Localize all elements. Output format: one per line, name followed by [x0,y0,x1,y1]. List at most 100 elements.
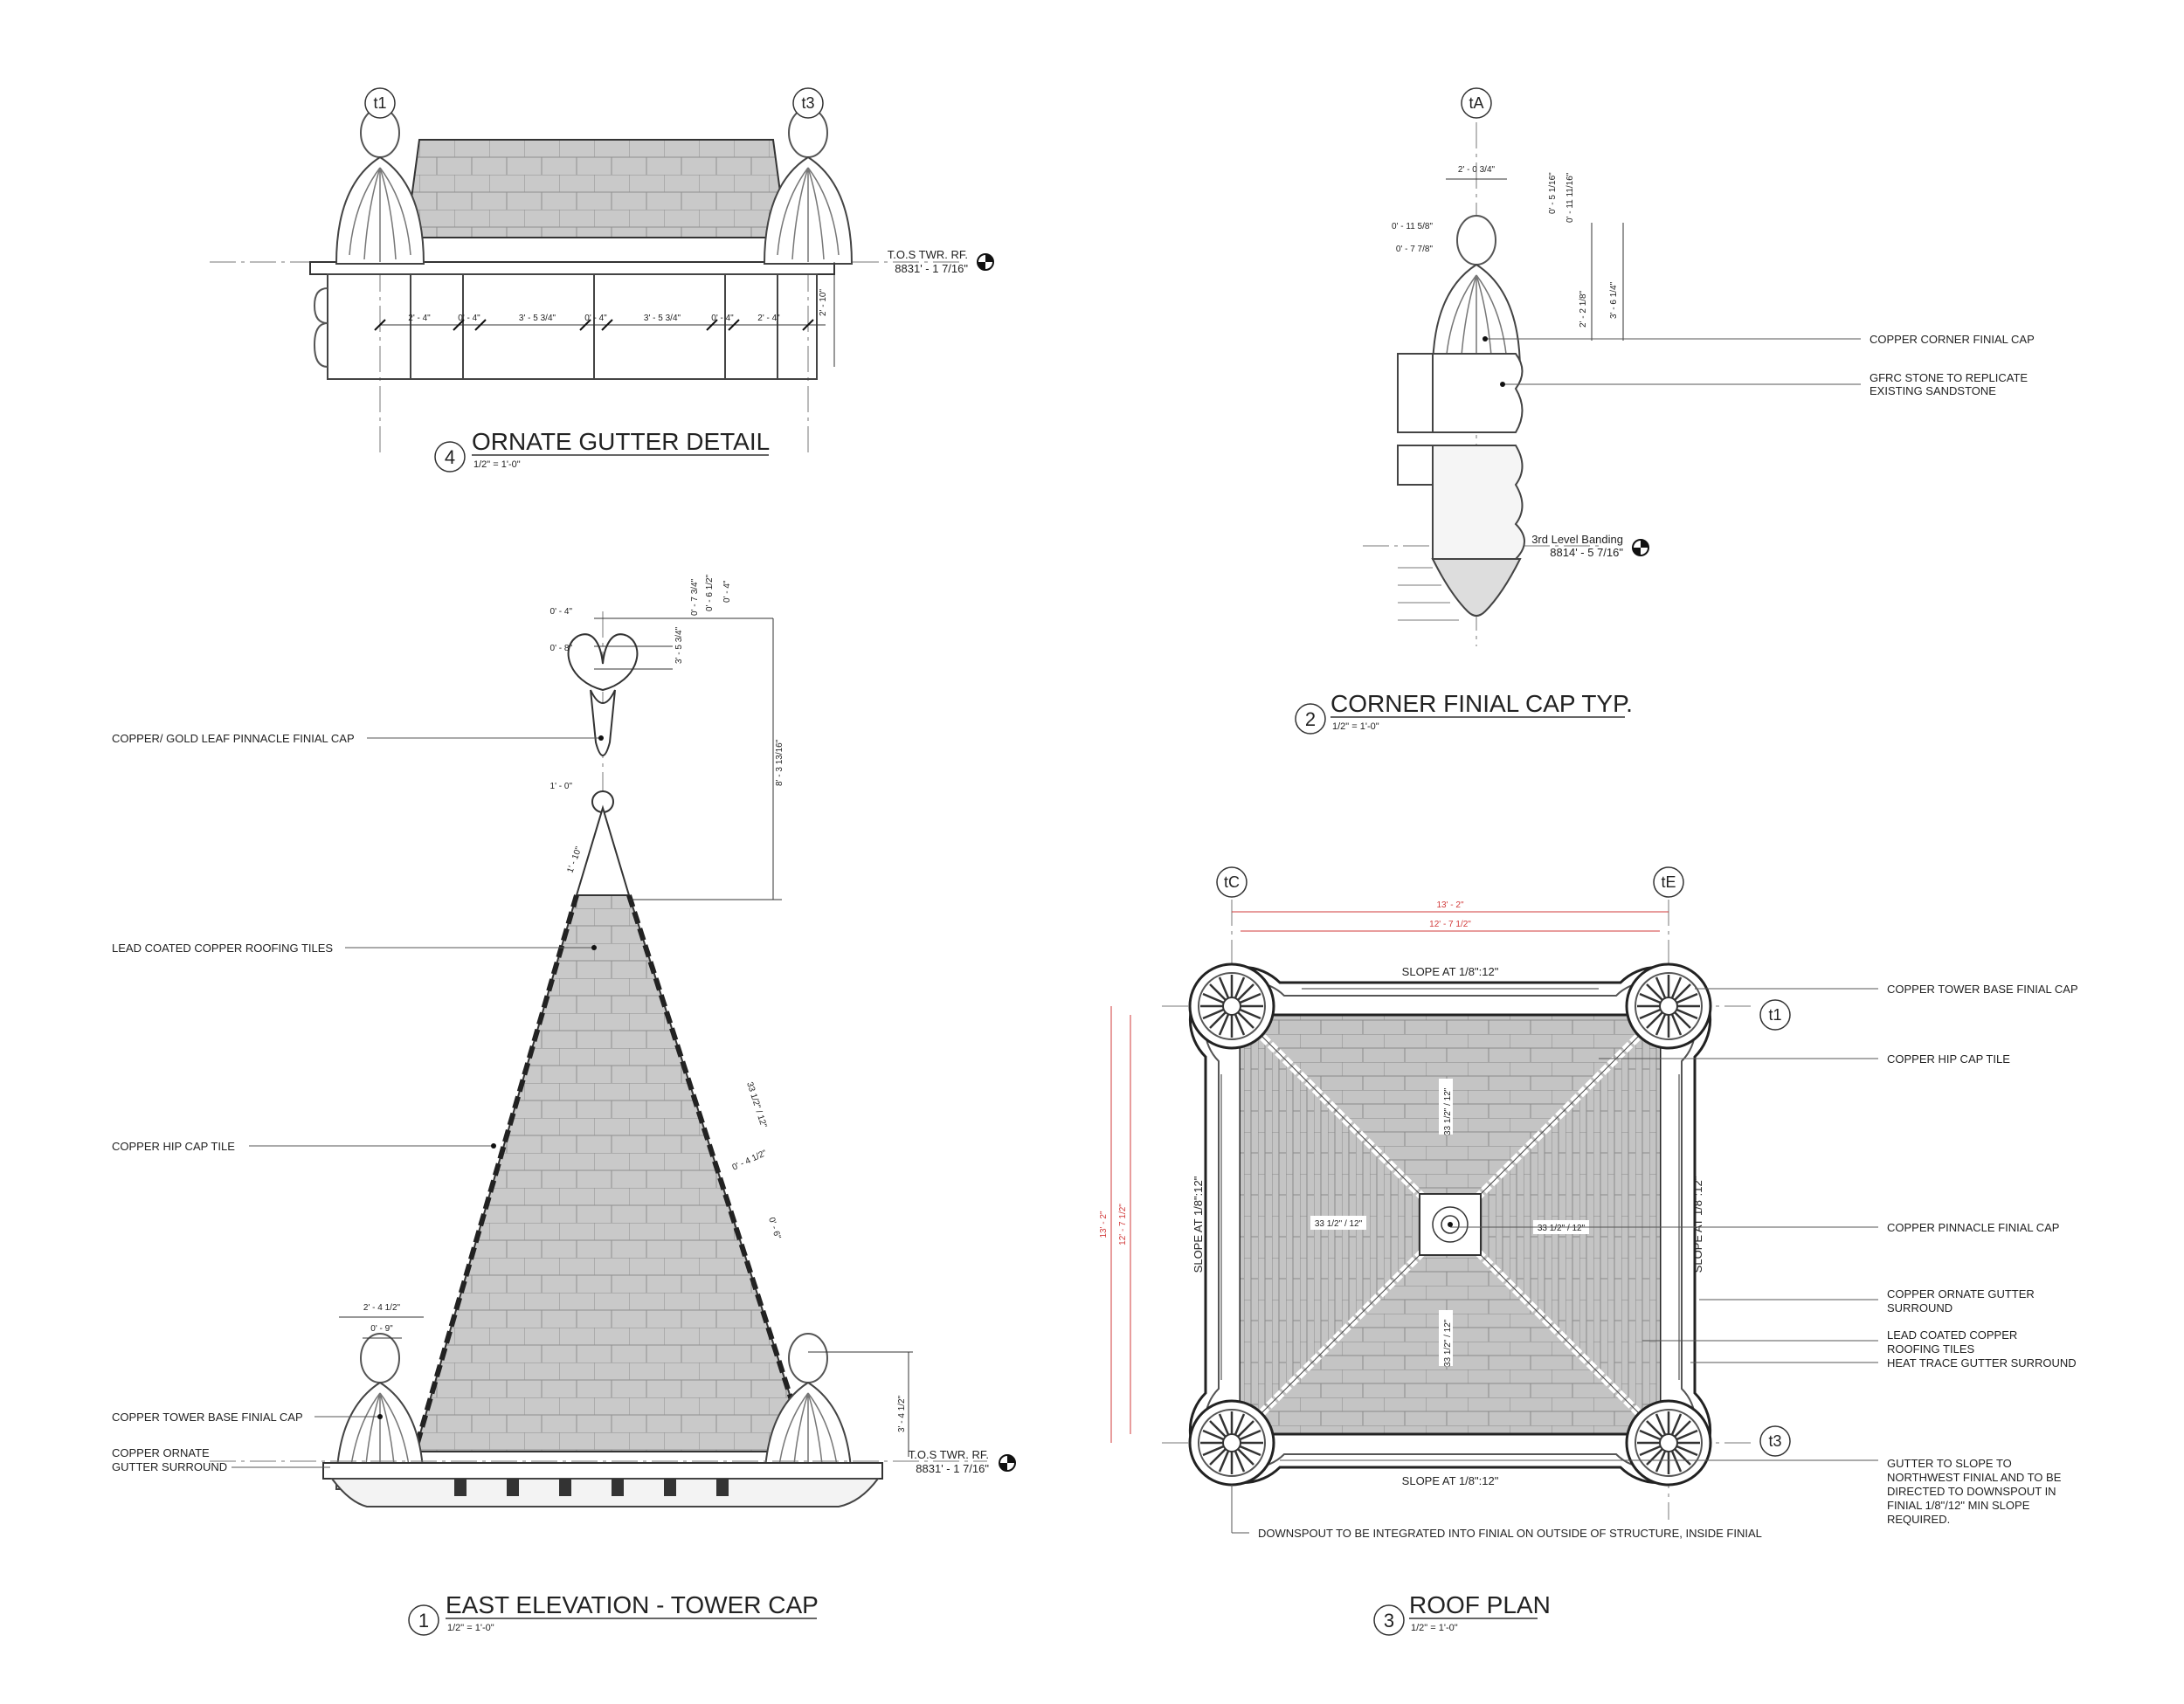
finial-dim-b: 0' - 7 7/8" [1396,245,1434,254]
finial-dim-c: 0' - 5 1/16" [1548,172,1558,214]
elev-dim-cone: 1' - 10" [565,845,584,874]
plan-note-heat-trace: HEAT TRACE GUTTER SURROUND [1887,1356,2077,1369]
plan-note-lead-1: LEAD COATED COPPER [1887,1328,2017,1342]
finial-level-value: 8814' - 5 7/16" [1550,546,1623,559]
grid-label-tA: tA [1469,94,1483,112]
gutter-level-label: T.O.S TWR. RF. [888,248,968,261]
finial-dim-f: 3' - 6 1/4" [1609,281,1619,319]
finial-note-1: COPPER CORNER FINIAL CAP [1870,333,2035,346]
grid-bubble-t1 [364,87,396,119]
plan-note-pinnacle: COPPER PINNACLE FINIAL CAP [1887,1221,2059,1234]
plan-pitch-east: 33 1/2" / 12" [1538,1224,1586,1233]
grid-bubble-tA [1461,87,1492,119]
elev-dim-base-w1: 2' - 4 1/2" [363,1303,401,1313]
elev-dim-top1: 0' - 4" [550,607,573,617]
grid-bubble-t3 [792,87,824,119]
gutter-dim-6: 0' - 4" [711,314,734,323]
elev-dim-base-w2: 0' - 9" [370,1324,393,1334]
plan-note-lead-2: ROOFING TILES [1887,1342,1974,1356]
elev-note-roofing: LEAD COATED COPPER ROOFING TILES [112,942,333,955]
plan-pitch-south: 33 1/2" / 12" [1443,1319,1453,1367]
finial-dim-width: 2' - 0 3/4" [1458,165,1496,175]
elev-level-value: 8831' - 1 7/16" [916,1462,989,1475]
roof-plan-view: 33 1/2" / 12" 33 1/2" / 12" 33 1/2" / 12… [1099,866,2078,1636]
grid-label-tC: tC [1224,873,1240,891]
elev-note-gutter-2: GUTTER SURROUND [112,1460,227,1473]
finial-note-2: GFRC STONE TO REPLICATE [1870,371,2028,384]
plan-note-hip: COPPER HIP CAP TILE [1887,1052,2010,1066]
elev-level-label: T.O.S TWR. RF. [909,1448,989,1461]
gutter-detail-view: t1 t3 2' - 4" 0' - 4" 3' - 5 3/4" 0' - 4… [210,87,994,473]
plan-note-slope-2: NORTHWEST FINIAL AND TO BE [1887,1471,2062,1484]
gutter-view-title: ORNATE GUTTER DETAIL [472,428,770,455]
plan-view-number-bubble [1373,1604,1405,1636]
elev-dim-top2: 0' - 8" [550,644,573,653]
plan-dim-red-4: 12' - 7 1/2" [1118,1204,1128,1245]
plan-note-gutter-1: COPPER ORNATE GUTTER [1887,1287,2035,1300]
elev-dim-v3: 0' - 4" [722,580,732,603]
gutter-dim-3: 3' - 5 3/4" [519,314,556,323]
elev-dim-v1: 0' - 7 3/4" [690,578,700,616]
finial-note-3: EXISTING SANDSTONE [1870,384,1996,397]
elev-dim-top3: 1' - 0" [550,782,573,791]
elev-dim-v5: 8' - 3 13/16" [775,739,784,786]
gutter-level-value: 8831' - 1 7/16" [895,262,968,275]
grid-bubble-tC [1216,866,1248,898]
plan-slope-left: SLOPE AT 1/8":12" [1192,1176,1205,1273]
plan-note-slope-1: GUTTER TO SLOPE TO [1887,1457,2012,1470]
grid-label-t3-plan: t3 [1768,1432,1781,1450]
plan-note-gutter-2: SURROUND [1887,1301,1952,1314]
plan-note-base-finial: COPPER TOWER BASE FINIAL CAP [1887,983,2078,996]
finial-dim-e: 2' - 2 1/8" [1579,290,1588,328]
elev-note-gutter-1: COPPER ORNATE [112,1446,210,1459]
finial-dim-d: 0' - 11 11/16" [1565,172,1575,223]
finial-level-label: 3rd Level Banding [1531,533,1623,546]
plan-slope-right: SLOPE AT 1/8":12" [1691,1176,1704,1273]
gutter-dim-7: 2' - 4" [757,314,780,323]
plan-slope-top: SLOPE AT 1/8":12" [1402,965,1499,978]
plan-note-slope-5: REQUIRED. [1887,1513,1950,1526]
elev-note-hip: COPPER HIP CAP TILE [112,1140,235,1153]
finial-view-number: 2 [1305,708,1316,730]
grid-label-t1-plan: t1 [1768,1006,1781,1024]
plan-dim-red-3: 13' - 2" [1099,1211,1109,1238]
gutter-dim-5: 3' - 5 3/4" [644,314,681,323]
gutter-view-number-bubble [434,441,466,473]
finial-dim-a: 0' - 11 5/8" [1392,222,1433,231]
plan-dim-red-1: 13' - 2" [1436,900,1463,910]
elev-dim-v4: 3' - 5 3/4" [674,626,684,664]
grid-label-tE: tE [1661,873,1676,891]
gutter-view-number: 4 [445,446,455,468]
elev-dim-slope3: 0' - 6" [766,1217,782,1241]
gutter-dim-4: 0' - 4" [584,314,607,323]
gutter-height-dim: 2' - 10" [819,289,828,316]
plan-view-scale: 1/2" = 1'-0" [1411,1623,1458,1633]
finial-view-title: CORNER FINIAL CAP TYP. [1330,690,1633,717]
elev-view-number-bubble [408,1604,439,1636]
elev-note-pinnacle: COPPER/ GOLD LEAF PINNACLE FINIAL CAP [112,732,355,745]
elev-dim-slope1: 33 1/2" / 12" [744,1081,768,1130]
east-elevation-view: 0' - 4" 0' - 8" 1' - 0" 0' - 7 3/4" 0' -… [112,574,1016,1636]
elev-note-base-finial: COPPER TOWER BASE FINIAL CAP [112,1411,303,1424]
elev-view-title: EAST ELEVATION - TOWER CAP [446,1591,819,1618]
elev-dim-v2: 0' - 6 1/2" [705,574,715,611]
plan-slope-bottom: SLOPE AT 1/8":12" [1402,1474,1499,1487]
gutter-dim-1: 2' - 4" [408,314,431,323]
elev-view-number: 1 [418,1610,429,1632]
grid-label-t1: t1 [373,94,386,112]
plan-note-slope-3: DIRECTED TO DOWNSPOUT IN [1887,1485,2056,1498]
grid-bubble-t3-plan [1759,1425,1791,1457]
elev-dim-slope2: 0' - 4 1/2" [731,1149,769,1173]
plan-downspout-note: DOWNSPOUT TO BE INTEGRATED INTO FINIAL O… [1258,1527,1762,1540]
gutter-view-scale: 1/2" = 1'-0" [473,459,521,470]
elev-view-scale: 1/2" = 1'-0" [447,1623,494,1633]
finial-view-scale: 1/2" = 1'-0" [1332,721,1379,732]
grid-bubble-tE [1653,866,1684,898]
finial-cap-view: tA 2' - 0 3/4" 0' - 11 5/8" 0' - 7 7/8" … [1295,87,2035,735]
elev-dim-base-h: 3' - 4 1/2" [897,1395,907,1432]
plan-dim-red-2: 12' - 7 1/2" [1429,920,1471,929]
plan-pitch-west: 33 1/2" / 12" [1315,1219,1363,1229]
plan-note-slope-4: FINIAL 1/8"/12" MIN SLOPE [1887,1499,2030,1512]
gutter-dim-2: 0' - 4" [458,314,480,323]
